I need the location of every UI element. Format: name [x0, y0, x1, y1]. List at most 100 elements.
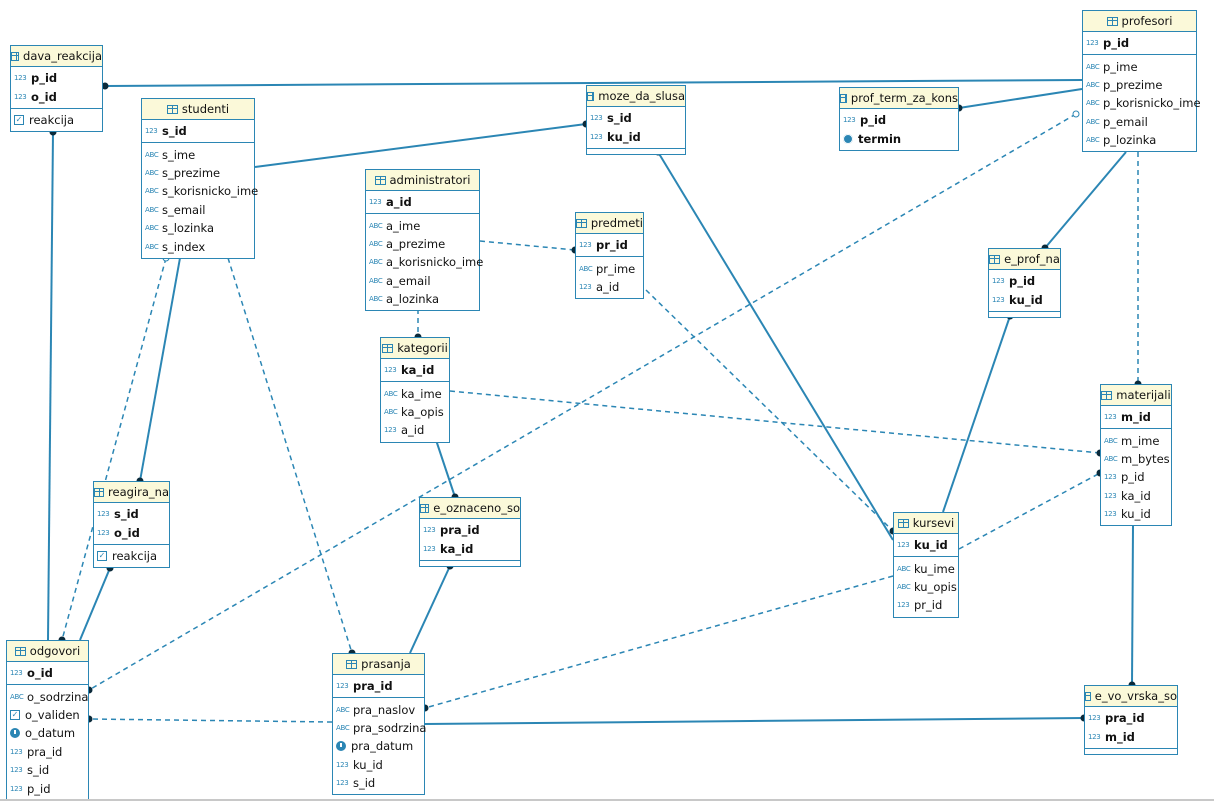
entity-header[interactable]: e_vo_vrska_so	[1085, 686, 1177, 707]
relationship-studenti-reagira_na[interactable]	[136, 257, 181, 485]
relationship-line[interactable]	[479, 240, 576, 251]
relationship-profesori-e_prof_na[interactable]	[1041, 151, 1127, 252]
relationship-profesori-prof_term_za_kons[interactable]	[955, 88, 1083, 112]
relationship-moze_da_slusa-kursevi[interactable]	[654, 148, 894, 541]
column-row[interactable]: ✓reakcija	[94, 547, 169, 565]
relationship-line[interactable]	[88, 718, 333, 723]
relationship-line[interactable]	[1044, 151, 1127, 249]
entity-header[interactable]: e_oznaceno_so	[420, 498, 520, 519]
relationship-line[interactable]	[254, 123, 587, 168]
relationship-line[interactable]	[1131, 525, 1134, 686]
relationship-line[interactable]	[88, 113, 1077, 691]
relationship-line[interactable]	[942, 315, 1011, 513]
relationship-studenti-odgovori[interactable]	[58, 254, 170, 644]
relationship-studenti-prasanja[interactable]	[227, 257, 356, 657]
column-row[interactable]: pra_datum	[333, 737, 424, 755]
relationship-dava_reakcija-odgovori[interactable]	[47, 128, 57, 641]
relationship-kursevi-prasanja[interactable]	[421, 575, 894, 712]
relationship-kategorii-materijali[interactable]	[449, 390, 1104, 457]
relationship-e_oznaceno_so-prasanja[interactable]	[409, 562, 454, 654]
relationship-line[interactable]	[424, 575, 894, 709]
column-row[interactable]: termin	[840, 129, 958, 147]
entity-header[interactable]: kategorii	[381, 338, 449, 359]
relationship-line[interactable]	[435, 439, 456, 498]
entity-header[interactable]: dava_reakcija	[11, 46, 102, 67]
relationship-line[interactable]	[645, 289, 894, 532]
relationship-line[interactable]	[139, 257, 181, 482]
entity-header[interactable]: profesori	[1083, 11, 1196, 32]
column-row[interactable]: ✓o_validen	[7, 706, 88, 724]
relationship-e_prof_na-kursevi[interactable]	[942, 312, 1014, 513]
relationship-line[interactable]	[104, 79, 1083, 87]
entity-header[interactable]: odgovori	[7, 641, 88, 662]
relationship-administratori-predmeti[interactable]	[479, 240, 579, 254]
relationship-administratori-kategorii[interactable]	[414, 309, 422, 341]
relationship-line[interactable]	[657, 151, 894, 541]
relationship-line[interactable]	[47, 131, 54, 641]
relationship-line[interactable]	[227, 257, 353, 654]
relationship-materijali-e_vo_vrska_so[interactable]	[1128, 525, 1136, 689]
relationship-line[interactable]	[958, 472, 1101, 550]
relationship-prasanja-odgovori[interactable]	[85, 715, 333, 723]
